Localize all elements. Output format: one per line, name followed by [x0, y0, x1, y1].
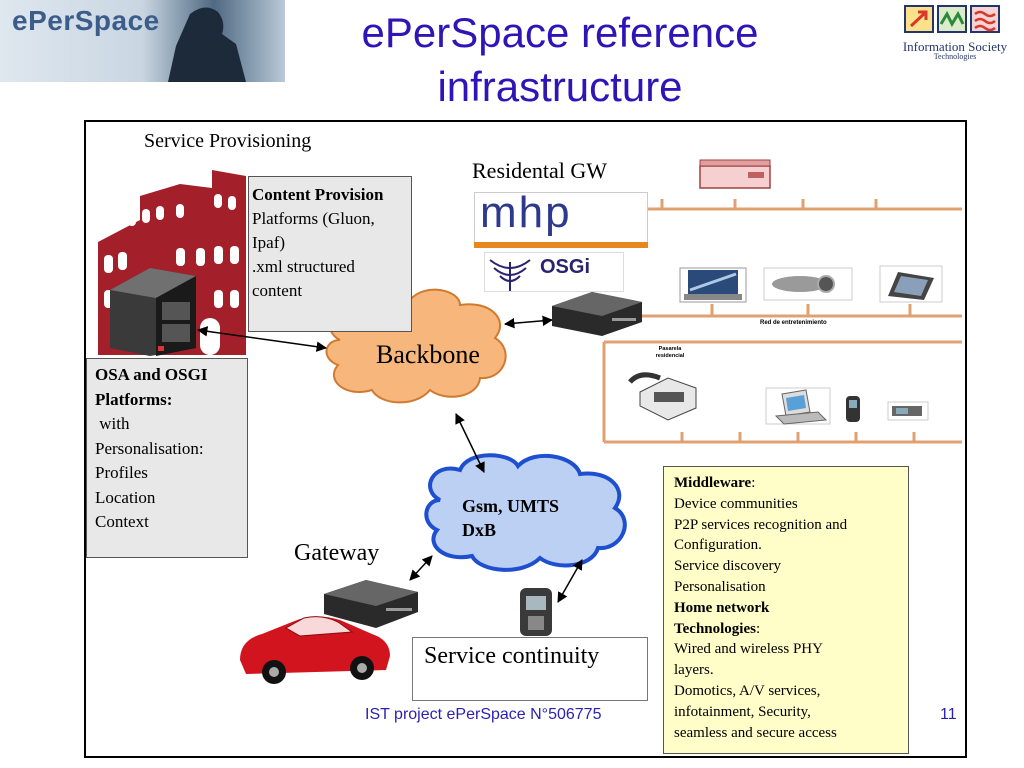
content-provision-box: Content Provision Platforms (Gluon, Ipaf… [248, 176, 412, 332]
osgi-logo-text: OSGi [540, 256, 591, 278]
laptop-icon [679, 267, 747, 303]
service-continuity-label: Service continuity [424, 643, 600, 669]
osa-line: Location [95, 487, 156, 507]
home-network-line: layers. [674, 662, 714, 679]
page-number: 11 [940, 706, 957, 723]
middleware-heading-line: Middleware: [674, 473, 898, 494]
fax-phone-icon [628, 372, 697, 421]
service-continuity-box [412, 637, 648, 701]
desktop-pc-icon [765, 387, 831, 425]
osa-line: with [95, 414, 130, 433]
backbone-label: Backbone [376, 340, 480, 369]
middleware-line: Configuration. [674, 537, 762, 554]
middleware-line: Device communities [674, 495, 798, 512]
osa-heading-2: Platforms: [95, 389, 173, 409]
pasarela-line-2: residencial [655, 353, 685, 359]
osa-line: Profiles [95, 463, 148, 482]
residential-gateway-label: Pasarela residencial [650, 346, 690, 360]
ist-logo-text: Information Society [902, 39, 1008, 54]
home-network-line: Wired and wireless PHY [674, 641, 823, 658]
pasarela-line-1: Pasarela [658, 346, 682, 352]
server-icon [110, 268, 196, 356]
residential-gw-label: Residental GW [472, 158, 608, 183]
middleware-line: Service discovery [674, 558, 782, 575]
content-provision-line: .xml structured [252, 257, 355, 276]
home-network-line: Domotics, A/V services, [674, 682, 821, 699]
person-silhouette-icon [168, 7, 246, 82]
home-network-heading: Home network [674, 599, 770, 616]
set-top-box-icon [699, 159, 771, 189]
home-network-lines [602, 199, 962, 444]
content-provision-heading: Content Provision [252, 185, 384, 204]
gsm-label: Gsm, UMTS DxB [462, 494, 602, 542]
title-line-1: ePerSpace reference [361, 9, 759, 56]
eperspace-logo: ePerSpace [0, 0, 285, 82]
pda-icon [879, 265, 943, 303]
gateway-label: Gateway [294, 540, 380, 566]
osa-line: Context [95, 512, 149, 531]
technologies-heading-suffix: : [755, 620, 761, 637]
gsm-line-2: DxB [462, 520, 497, 540]
mobile-phone-icon [846, 396, 860, 422]
middleware-line: Personalisation [674, 578, 766, 595]
cell-phone-icon [520, 588, 552, 636]
footer-project: IST project ePerSpace N°506775 [365, 706, 602, 723]
service-provisioning-label: Service Provisioning [144, 130, 312, 152]
middleware-heading: Middleware [674, 475, 752, 491]
content-provision-line: Platforms (Gluon, [252, 209, 375, 228]
home-network-line: seamless and secure access [674, 724, 837, 741]
middleware-box: Middleware: Device communities P2P servi… [663, 466, 909, 754]
page-title: ePerSpace reference infrastructure [300, 6, 820, 114]
technologies-heading: Technologies [674, 620, 756, 637]
camera-icon [763, 267, 853, 301]
home-network-heading-line: Technologies: [674, 619, 898, 640]
osa-line: Personalisation: [95, 438, 204, 458]
entertainment-network-label: Red de entretenimiento [760, 320, 827, 326]
mhp-logo-text: mhp [480, 188, 572, 237]
residential-gateway-device-icon [552, 292, 642, 336]
home-network-line: infotainment, Security, [674, 703, 811, 720]
ist-logo-icon [904, 5, 1000, 33]
osa-heading: OSA and OSGI [95, 365, 208, 384]
gsm-line-1: Gsm, UMTS [462, 496, 560, 516]
content-provision-line: Ipaf) [252, 233, 286, 252]
ist-logo-subtext: Technologies [933, 52, 977, 61]
middleware-line: P2P services recognition and [674, 516, 848, 533]
osa-osgi-box: OSA and OSGI Platforms: with Personalisa… [86, 358, 248, 558]
osgi-logo-icon [489, 259, 531, 292]
logo-text: ePerSpace [12, 5, 160, 36]
gateway-device-icon [324, 580, 418, 628]
osgi-logo [484, 252, 624, 292]
handheld-device-icon [887, 401, 929, 421]
mhp-logo-bar [474, 242, 648, 248]
title-line-2: infrastructure [437, 63, 683, 110]
car-icon [240, 616, 390, 684]
middleware-heading-suffix: : [751, 475, 756, 491]
content-provision-line: content [252, 281, 303, 300]
